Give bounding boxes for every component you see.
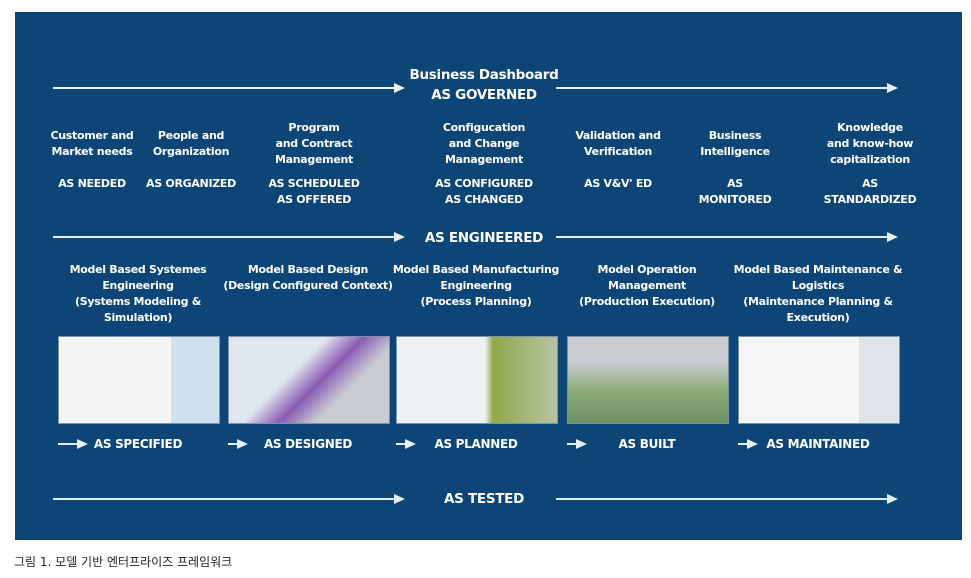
arrow: [396, 439, 416, 449]
phase-state: AS DESIGNED: [263, 437, 353, 451]
arrow: [53, 494, 405, 504]
phase-name: Model Based Maintenance &Logistics(Maint…: [733, 263, 903, 324]
phase-screenshot: [228, 336, 390, 424]
phase-state: AS MAINTAINED: [766, 437, 870, 451]
phase-state: AS SPECIFIED: [93, 437, 183, 451]
figure-caption: 그림 1. 모델 기반 엔터프라이즈 프레임워크: [14, 555, 233, 569]
arrow: [58, 439, 88, 449]
arrow: [567, 439, 587, 449]
as-tested-label: AS TESTED: [444, 491, 524, 507]
phase-state: AS BUILT: [618, 437, 676, 451]
phase-screenshot: [738, 336, 900, 424]
arrow: [556, 83, 898, 93]
phase-state: AS PLANNED: [434, 437, 518, 451]
arrow: [738, 439, 758, 449]
arrow: [556, 494, 898, 504]
phase-screenshot: [567, 336, 729, 424]
arrow: [228, 439, 248, 449]
arrow: [556, 232, 898, 242]
phase-name: Model Based Design(Design Configured Con…: [223, 263, 393, 292]
domain-state: AS V&V' ED: [584, 177, 652, 190]
phase-screenshot: [396, 336, 558, 424]
domain-state: AS NEEDED: [58, 177, 126, 190]
as-engineered-label: AS ENGINEERED: [424, 230, 544, 246]
domain-state: AS ORGANIZED: [146, 177, 236, 190]
arrow: [53, 83, 405, 93]
phase-screenshot: [58, 336, 220, 424]
arrow: [53, 232, 405, 242]
